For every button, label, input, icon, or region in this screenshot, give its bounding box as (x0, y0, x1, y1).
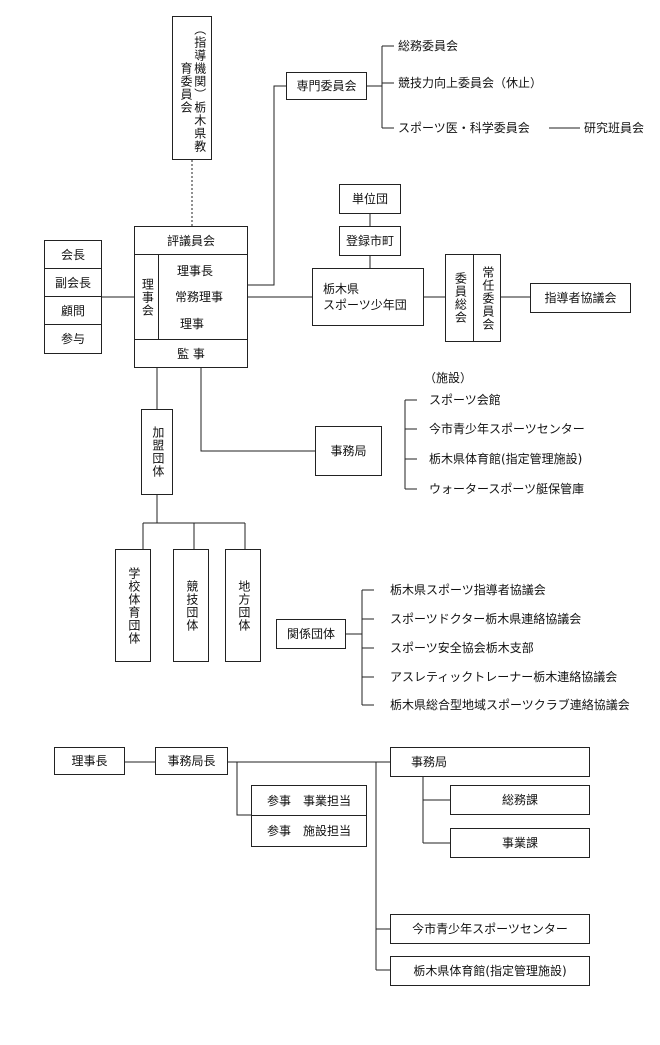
projects-division-label: 事業課 (501, 836, 538, 850)
director-label: 理事 (180, 317, 205, 331)
school-sports-group-box: 学校体育団体 (115, 549, 151, 662)
secretariat-label: 事務局 (330, 444, 367, 458)
regional-group-box: 地方団体 (225, 549, 261, 662)
committee-assembly-box: 委員総会 常任委員会 (445, 254, 501, 342)
related-org-clubs: 栃木県総合型地域スポーツクラブ連絡協議会 (390, 698, 630, 712)
affiliated-groups-box: 加盟団体 (141, 409, 173, 495)
sports-federation-box: 競技団体 (173, 549, 209, 662)
counselor-projects-label: 参事 事業担当 (252, 786, 366, 816)
auditor-label: 監 事 (135, 339, 247, 367)
expert-committee-label: 専門委員会 (296, 79, 357, 93)
office-imaichi-center-label: 今市青少年スポーツセンター (412, 922, 568, 936)
sports-youth-club-box: 栃木県 スポーツ少年団 (312, 268, 424, 326)
related-organizations-label: 関係団体 (286, 627, 335, 641)
regional-group-label: 地方団体 (236, 579, 251, 632)
counselors-box: 参事 事業担当 参事 施設担当 (251, 785, 367, 847)
committee-sports-medicine: スポーツ医・科学委員会 (398, 121, 530, 135)
projects-division-box: 事業課 (450, 828, 590, 858)
office-secretariat-label: 事務局 (411, 755, 448, 769)
office-chairman-box: 理事長 (54, 747, 125, 775)
sports-youth-club-line2: スポーツ少年団 (323, 298, 407, 312)
school-sports-group-label: 学校体育団体 (126, 566, 141, 645)
office-secretariat-box: 事務局 (390, 747, 590, 777)
board-container: 評議員会 理事会 理事長 常務理事 理事 監 事 (134, 226, 248, 368)
office-tochigi-gym-box: 栃木県体育館(指定管理施設) (390, 956, 590, 986)
committee-general-affairs: 総務委員会 (398, 39, 459, 53)
sports-federation-label: 競技団体 (184, 579, 199, 632)
guidance-institution-label: （指導機関）栃木県教育委員会 (179, 23, 207, 153)
related-org-trainers: アスレティックトレーナー栃木連絡協議会 (390, 670, 618, 684)
committee-competitiveness: 競技力向上委員会（休止） (398, 76, 543, 90)
instructor-council-box: 指導者協議会 (530, 283, 631, 313)
expert-committee-box: 専門委員会 (286, 72, 367, 100)
unit-group-box: 単位団 (339, 184, 401, 214)
facilities-heading: （施設） (424, 371, 473, 385)
office-chairman-label: 理事長 (71, 754, 108, 768)
facility-imaichi-center: 今市青少年スポーツセンター (429, 422, 585, 436)
research-group-label: 研究班員会 (584, 121, 645, 135)
officer-president: 会長 (45, 241, 101, 269)
general-affairs-division-box: 総務課 (450, 785, 590, 815)
secretary-general-label: 事務局長 (167, 754, 216, 768)
sports-youth-club-line1: 栃木県 (323, 282, 360, 296)
officer-counselor: 参与 (60, 332, 85, 346)
officers-box: 会長 副会長 顧問 参与 (44, 240, 102, 354)
facility-tochigi-gym: 栃木県体育館(指定管理施設) (429, 452, 583, 466)
office-tochigi-gym-label: 栃木県体育館(指定管理施設) (413, 964, 567, 978)
related-org-safety: スポーツ安全協会栃木支部 (390, 641, 534, 655)
officer-vice-president: 副会長 (45, 269, 101, 297)
related-org-doctors: スポーツドクター栃木県連絡協議会 (390, 612, 582, 626)
general-committee-label: 委員総会 (446, 255, 474, 341)
standing-committee-label: 常任委員会 (480, 265, 495, 331)
registered-municipalities-label: 登録市町 (345, 234, 394, 248)
related-organizations-box: 関係団体 (276, 619, 346, 649)
related-org-instructors: 栃木県スポーツ指導者協議会 (390, 583, 546, 597)
unit-group-label: 単位団 (351, 192, 388, 206)
secretariat-box: 事務局 (315, 426, 382, 476)
counselor-facilities-label: 参事 施設担当 (266, 824, 351, 838)
registered-municipalities-box: 登録市町 (339, 226, 401, 256)
chairman-label: 理事長 (177, 264, 214, 278)
facility-sports-hall: スポーツ会館 (429, 393, 501, 407)
council-label: 評議員会 (135, 227, 247, 255)
affiliated-groups-label: 加盟団体 (150, 426, 165, 478)
secretary-general-box: 事務局長 (155, 747, 228, 775)
instructor-council-label: 指導者協議会 (544, 291, 617, 305)
general-affairs-division-label: 総務課 (501, 793, 538, 807)
officer-advisor: 顧問 (45, 297, 101, 325)
board-of-directors-label: 理事会 (135, 255, 159, 339)
facility-boat-storage: ウォータースポーツ艇保管庫 (429, 482, 585, 496)
guidance-institution-box: （指導機関）栃木県教育委員会 (172, 16, 212, 160)
executive-director-label: 常務理事 (175, 290, 224, 304)
office-imaichi-center-box: 今市青少年スポーツセンター (390, 914, 590, 944)
